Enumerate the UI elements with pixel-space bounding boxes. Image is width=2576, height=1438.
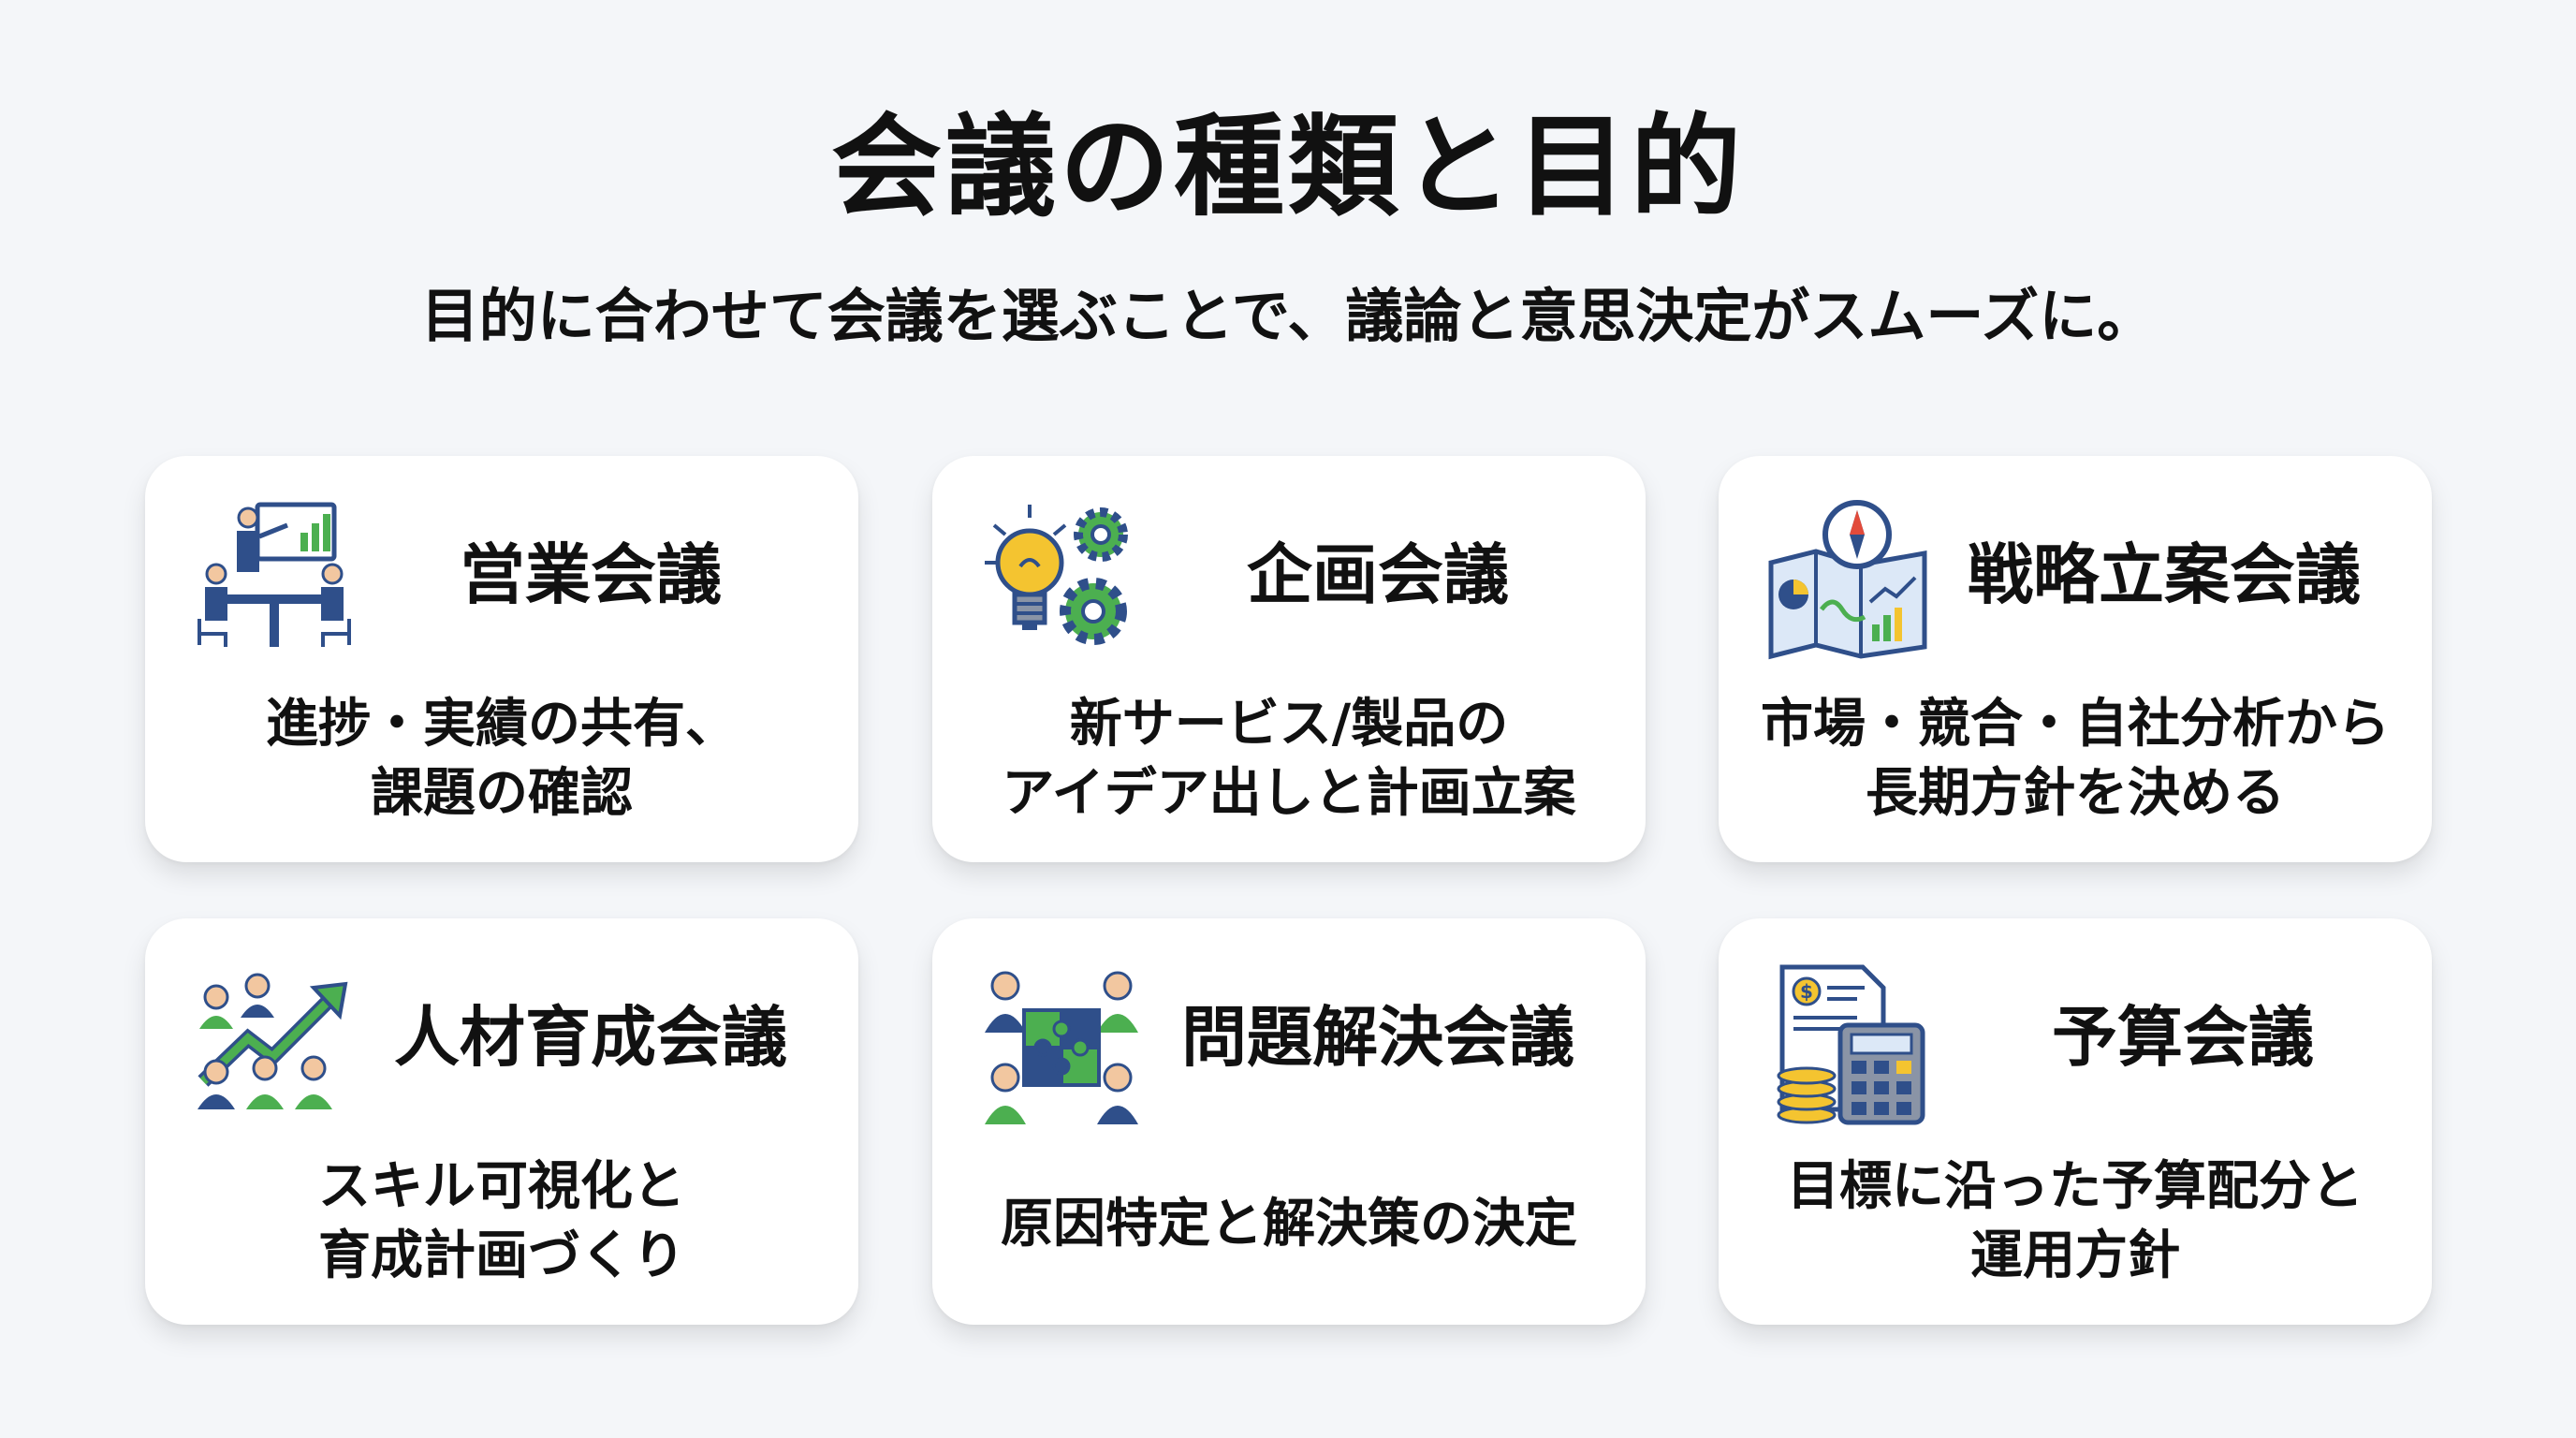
puzzle-team-icon [977,960,1146,1128]
meeting-card-budget: $ 予算会議 目標に沿った予算配分と 運用方針 [1719,918,2432,1325]
card-description: 目標に沿った予算配分と 運用方針 [1787,1156,2364,1286]
compass-map-icon [1764,497,1932,666]
card-title: 問題解決会議 [1181,999,1574,1076]
meeting-card-strategy: 戦略立案会議 市場・競合・自社分析から 長期方針を決める [1719,456,2432,862]
card-title: 人材育成会議 [394,999,787,1076]
lightbulb-gears-icon [977,497,1146,666]
card-description: 新サービス/製品の アイデア出しと計画立案 [1002,694,1576,824]
page-title: 会議の種類と目的 [830,102,1745,231]
card-description: 進捗・実績の共有、 課題の確認 [266,694,738,824]
card-description: 原因特定と解決策の決定 [1001,1194,1577,1255]
meeting-card-talent: 人材育成会議 スキル可視化と 育成計画づくり [145,918,858,1325]
card-description: 市場・競合・自社分析から 長期方針を決める [1761,694,2390,824]
card-title: 企画会議 [1247,536,1509,613]
sales-meeting-icon [190,497,359,666]
card-title: 営業会議 [460,536,722,613]
card-title: 予算会議 [2052,999,2314,1076]
svg-text:$: $ [1800,980,1813,1003]
meeting-card-planning: 企画会議 新サービス/製品の アイデア出しと計画立案 [932,456,1646,862]
budget-calculator-icon: $ [1764,960,1932,1128]
page-subtitle: 目的に合わせて会議を選ぶことで、議論と意思決定がスムーズに。 [420,282,2156,350]
meeting-card-sales: 営業会議 進捗・実績の共有、 課題の確認 [145,456,858,862]
card-title: 戦略立案会議 [1968,536,2361,613]
card-description: スキル可視化と 育成計画づくり [318,1156,685,1286]
meeting-card-problem-solving: 問題解決会議 原因特定と解決策の決定 [932,918,1646,1325]
team-growth-icon [190,960,359,1128]
